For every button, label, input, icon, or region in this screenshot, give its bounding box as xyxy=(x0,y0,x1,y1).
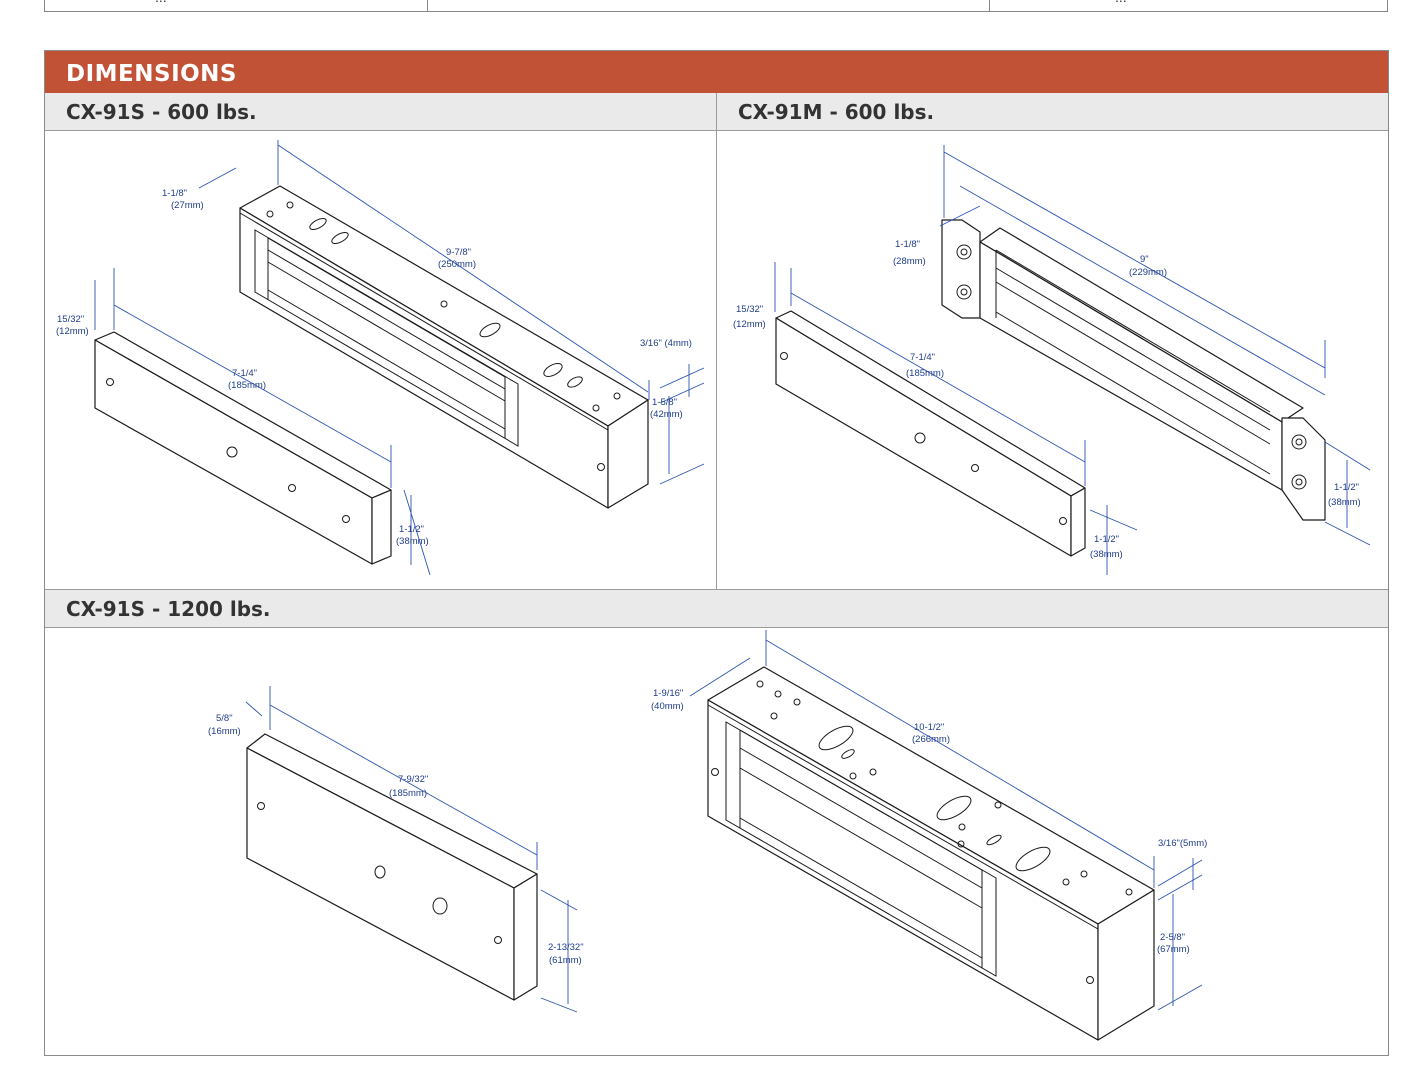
dim-length-mm: (250mm) xyxy=(438,259,476,270)
section-divider xyxy=(45,589,1388,590)
dim-width-mm: (27mm) xyxy=(171,200,204,211)
dim-length-in: 9" xyxy=(1140,254,1149,265)
dim-height-in: 2-5/8" xyxy=(1160,932,1185,943)
dim-width-mm: (40mm) xyxy=(651,701,684,712)
section-title-cx91s-600: CX-91S - 600 lbs. xyxy=(45,93,716,131)
dim-thickness: 3/16"(5mm) xyxy=(1158,838,1207,849)
magnet-body xyxy=(239,185,649,509)
dim-height-mm: (38mm) xyxy=(1328,497,1361,508)
dim-height-in: 1-1/2" xyxy=(1334,482,1359,493)
dim-width-in: 1-9/16" xyxy=(653,688,683,699)
dim-plate-length-in: 7-1/4" xyxy=(910,352,935,363)
dim-length-in: 9-7/8" xyxy=(446,247,471,258)
top-cell-text: ... xyxy=(155,0,167,5)
dim-plate-width-mm: (12mm) xyxy=(56,326,89,337)
dim-plate-height-mm: (61mm) xyxy=(549,955,582,966)
dim-plate-length-mm: (185mm) xyxy=(389,788,427,799)
dim-width-in: 1-1/8" xyxy=(162,188,187,199)
dim-plate-length-in: 7-9/32" xyxy=(398,774,428,785)
dim-width-mm: (28mm) xyxy=(893,256,926,267)
dim-height-mm: (67mm) xyxy=(1157,944,1190,955)
dimension-lines xyxy=(94,140,705,576)
armature-plate xyxy=(94,331,392,565)
section-title-cx91s-1200: CX-91S - 1200 lbs. xyxy=(45,590,1388,628)
dim-plate-width-in: 15/32" xyxy=(736,304,763,315)
dimensions-panel: DIMENSIONS CX-91S - 600 lbs. CX-91M - 60… xyxy=(44,50,1389,1056)
magnet-body xyxy=(941,219,1326,521)
section-title-cx91m-600: CX-91M - 600 lbs. xyxy=(717,93,1388,131)
dimension-lines xyxy=(774,145,1371,575)
dim-plate-length-in: 7-1/4" xyxy=(232,368,257,379)
dim-plate-length-mm: (185mm) xyxy=(228,380,266,391)
magnet-body xyxy=(707,666,1155,1041)
top-table-cell: ... xyxy=(45,0,428,11)
top-cell-text: ... xyxy=(1115,0,1127,5)
dim-plate-width-mm: (16mm) xyxy=(208,726,241,737)
dim-height-mm: (42mm) xyxy=(650,409,683,420)
dim-plate-length-mm: (185mm) xyxy=(906,368,944,379)
dim-length-in: 10-1/2" xyxy=(914,722,944,733)
armature-plate xyxy=(246,733,538,1001)
dim-plate-height-in: 1-1/2" xyxy=(399,524,424,535)
dim-plate-height-in: 1-1/2" xyxy=(1094,534,1119,545)
dim-plate-height-mm: (38mm) xyxy=(396,536,429,547)
dim-length-mm: (229mm) xyxy=(1129,267,1167,278)
dim-plate-height-in: 2-13/32" xyxy=(548,942,584,953)
dim-thickness: 3/16" (4mm) xyxy=(640,338,692,349)
dim-plate-width-in: 5/8" xyxy=(216,713,233,724)
dim-width-in: 1-1/8" xyxy=(895,239,920,250)
dimension-lines xyxy=(245,630,1203,1013)
dim-plate-width-mm: (12mm) xyxy=(733,319,766,330)
top-table-cell xyxy=(427,0,990,11)
dim-plate-width-in: 15/32" xyxy=(57,314,84,325)
dim-length-mm: (266mm) xyxy=(912,734,950,745)
dim-height-in: 1-5/8" xyxy=(652,397,677,408)
armature-plate xyxy=(775,310,1086,557)
top-table-row: ... ... xyxy=(44,0,1388,12)
column-divider xyxy=(716,93,717,589)
dim-plate-height-mm: (38mm) xyxy=(1090,549,1123,560)
dimensions-header: DIMENSIONS xyxy=(45,51,1388,93)
